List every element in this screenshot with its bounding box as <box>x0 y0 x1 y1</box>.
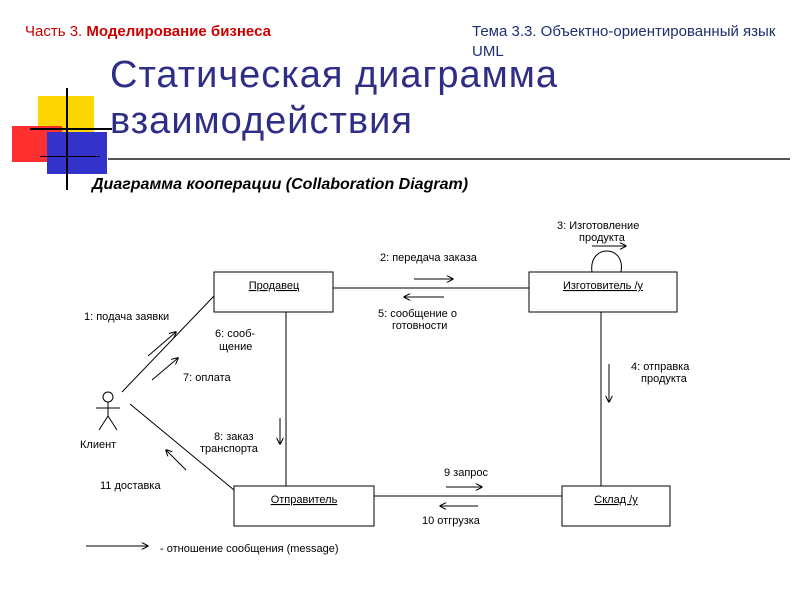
topic-header: Тема 3.3. Объектно-ориентированный язык … <box>472 23 776 60</box>
msg-5-line-1: 5: сообщение о <box>378 308 457 320</box>
decor-horizontal-line-2 <box>40 156 100 157</box>
msg-11: 11 доставка <box>100 480 161 492</box>
msg-4-line-1: 4: отправка <box>631 361 690 373</box>
object-sender-label: Отправитель <box>271 494 338 506</box>
arrow-m6 <box>151 358 178 381</box>
decor-blue-square <box>47 132 107 174</box>
msg-3-line-2: продукта <box>579 232 626 244</box>
msg-7: 7: оплата <box>183 372 232 384</box>
msg-6-line-2: щение <box>219 341 252 353</box>
diagram-subtitle: Диаграмма кооперации (Collaboration Diag… <box>92 176 469 193</box>
legend-label: - отношение сообщения (message) <box>160 543 339 555</box>
msg-8-line-2: транспорта <box>200 443 259 455</box>
arrow-m1 <box>147 332 176 357</box>
title-line-1: Статическая диаграмма <box>110 54 559 96</box>
object-seller-label: Продавец <box>249 280 300 292</box>
object-seller: Продавец <box>213 271 334 313</box>
msg-2: 2: передача заказа <box>380 252 478 264</box>
decor-horizontal-line <box>30 128 112 130</box>
section-header: Часть 3. Моделирование бизнеса <box>25 22 275 42</box>
decor-rule <box>108 158 790 160</box>
object-sender: Отправитель <box>233 485 375 527</box>
msg-3-line-1: 3: Изготовление <box>557 220 639 232</box>
actor-client-label: Клиент <box>80 439 116 451</box>
arrow-m11 <box>166 450 187 471</box>
link-client-seller <box>121 295 215 393</box>
msg-6-line-1: 6: сооб- <box>215 328 255 340</box>
msg-9: 9 запрос <box>444 467 489 479</box>
msg-4-line-2: продукта <box>641 373 688 385</box>
object-manufacturer: Изготовитель /у <box>528 271 678 313</box>
title-line-2: взаимодействия <box>110 100 413 142</box>
decor-vertical-line <box>66 88 68 190</box>
msg-8-line-1: 8: заказ <box>214 431 253 443</box>
slide-title: Статическая диаграмма взаимодействия <box>110 52 558 144</box>
msg-5-line-2: готовности <box>392 320 447 332</box>
link-client-sender <box>129 403 235 491</box>
section-prefix: Часть 3. <box>25 23 87 40</box>
msg-1: 1: подача заявки <box>84 311 169 323</box>
section-name: Моделирование бизнеса <box>86 23 271 40</box>
self-loop <box>591 250 622 273</box>
msg-10: 10 отгрузка <box>422 515 481 527</box>
object-warehouse-label: Склад /у <box>594 494 638 506</box>
object-manufacturer-label: Изготовитель /у <box>563 280 644 292</box>
object-warehouse: Склад /у <box>561 485 671 527</box>
actor-client-icon <box>96 391 120 431</box>
